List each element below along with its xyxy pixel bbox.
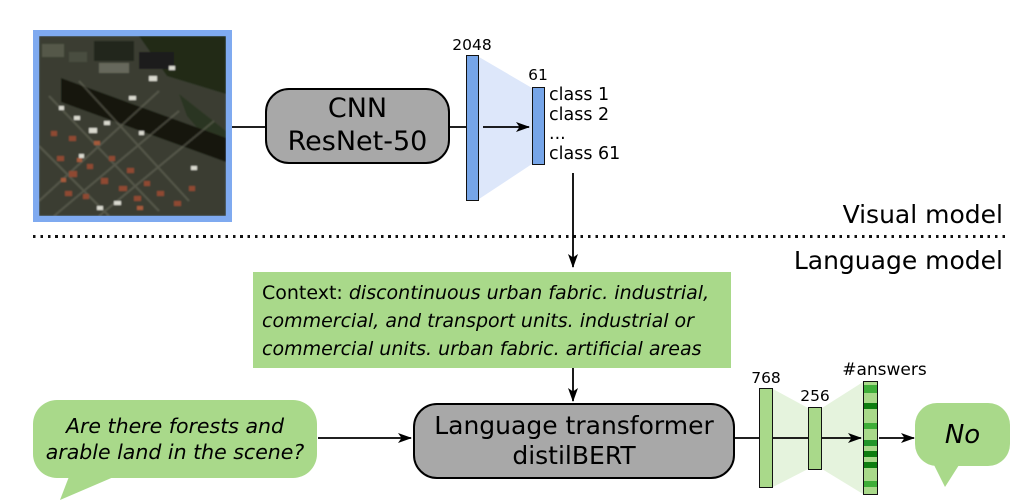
class-list: class 1 class 2 ... class 61 [549,85,621,164]
no-bubble-tail [933,463,959,487]
context-prefix: Context: [262,282,349,304]
context-text-3: commercial units. urban fabric. artifici… [262,338,702,360]
answers-bar-stripe [864,384,877,393]
feature-bar-2048 [466,55,479,201]
class-list-item: class 1 [549,85,610,105]
answers-bar-stripe [864,461,877,469]
language-transformer-box: Language transformer distilBERT [413,403,735,479]
class-list-item: class 2 [549,104,610,125]
answer-bubble: No [915,403,1010,466]
language-model-section-label: Language model [793,246,1003,275]
bert-box-line2: distilBERT [512,441,636,470]
satellite-image [39,36,226,216]
context-box: Context: discontinuous urban fabric. ind… [253,272,731,368]
cnn-box-line1: CNN [327,93,388,125]
section-divider-dotted-line [33,235,1008,238]
hidden-bar-768 [759,388,773,488]
class-list-item: class 61 [549,143,621,164]
answers-bar-stripe [864,402,877,409]
answer-text: No [944,419,981,450]
answers-bar-stripe [864,423,877,430]
question-bubble-tail [60,474,116,500]
question-line-1: Are there forests and [65,414,285,438]
context-line-2: commercial, and transport units. industr… [262,307,731,335]
question-bubble: Are there forests and arable land in the… [33,400,317,478]
context-text-1: discontinuous urban fabric. industrial, [348,282,710,304]
answers-bar-stripe [864,450,877,457]
context-text-2: commercial, and transport units. industr… [262,310,694,332]
cnn-resnet-box: CNN ResNet-50 [265,88,450,164]
answers-bar-stripe [864,481,877,488]
hidden-bar-768-label: 768 [751,369,781,387]
hidden-bar-256-label: 256 [800,387,830,405]
visual-funnel [479,57,532,199]
class-list-ellipsis: ... [549,124,566,144]
class-bar-61 [532,87,545,165]
satellite-image-frame [33,30,232,222]
question-line-2: arable land in the scene? [45,440,305,464]
answers-bar-stripe [864,440,877,446]
hidden-bar-256 [808,407,822,470]
bert-box-line1: Language transformer [434,410,714,440]
answers-bar-label: #answers [842,360,927,380]
context-line-1: Context: discontinuous urban fabric. ind… [262,279,731,307]
visual-model-section-label: Visual model [842,200,1003,229]
answers-bar [863,381,878,495]
class-bar-61-label: 61 [528,66,548,84]
feature-bar-2048-label: 2048 [452,36,492,54]
cnn-box-line2: ResNet-50 [287,126,428,157]
context-line-3: commercial units. urban fabric. artifici… [262,335,731,363]
